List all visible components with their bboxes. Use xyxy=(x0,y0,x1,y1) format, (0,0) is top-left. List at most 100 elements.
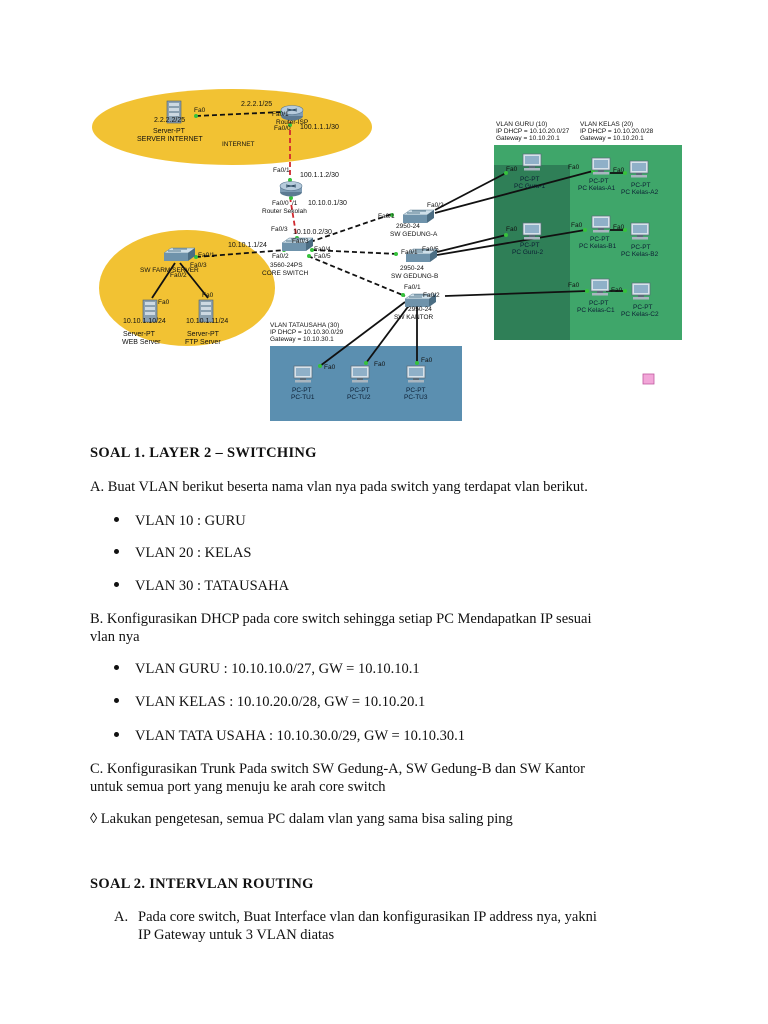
router-sekolah-ip-bottom: 10.10.0.1/30 xyxy=(308,200,347,207)
vlan-tu-dhcp: IP DHCP = 10.10.30.0/29 xyxy=(270,329,344,336)
pc-kelas-b1-port: Fa0 xyxy=(571,222,583,229)
kantor-port-2: Fa0/2 xyxy=(423,292,440,299)
link-farm-core xyxy=(195,249,286,258)
gedung-a-model: 2950-24 xyxy=(396,223,420,230)
pc-tu3-type: PC-PT xyxy=(406,387,426,394)
pc-kelas-b2-name: PC Kelas-B2 xyxy=(621,251,659,258)
pc-kelas-c2-port: Fa0 xyxy=(611,287,623,294)
soal-2-heading: SOAL 2. INTERVLAN ROUTING xyxy=(90,876,314,892)
pc-kelas-a2-type: PC-PT xyxy=(631,182,651,189)
internet-label: INTERNET xyxy=(222,141,255,148)
vlan-guru-gateway: Gateway = 10.10.20.1 xyxy=(496,135,560,142)
farm-port-2: Fa0/2 xyxy=(170,272,187,279)
soal-1-b-line-2: vlan nya xyxy=(90,629,140,645)
gedung-b-port-5: Fa0/5 xyxy=(422,246,439,253)
pc-guru-2-type: PC-PT xyxy=(520,242,540,249)
pc-kelas-a2-port: Fa0 xyxy=(613,167,625,174)
test-note: ◊ Lakukan pengetesan, semua PC dalam vla… xyxy=(90,811,513,827)
router-sekolah-ip-top: 100.1.1.2/30 xyxy=(300,172,339,179)
pc-kelas-b1-icon xyxy=(591,215,611,233)
link-a-kelas-a1 xyxy=(434,170,594,214)
isp-ip-b: 100.1.1.1/30 xyxy=(300,124,339,131)
pc-kelas-c2-type: PC-PT xyxy=(633,304,653,311)
pc-tu3-name: PC-TU3 xyxy=(404,394,428,401)
vlan-kelas-title: VLAN KELAS (20) xyxy=(580,121,633,128)
web-type: Server-PT xyxy=(123,331,156,338)
soal-2-a-line-1: Pada core switch, Buat Interface vlan da… xyxy=(138,909,597,925)
pc-guru-1-port: Fa0 xyxy=(506,166,518,173)
link-b-guru2 xyxy=(436,234,507,253)
link-farm-web xyxy=(151,262,176,299)
core-port-5: Fa0/5 xyxy=(314,253,331,260)
bullet-icon xyxy=(114,549,119,555)
pc-tu2-type: PC-PT xyxy=(350,387,370,394)
link-farm-ftp xyxy=(179,262,209,299)
router-sekolah-name: Router Sekolah xyxy=(262,208,307,215)
kantor-name: SW KANTOR xyxy=(394,314,434,321)
pc-kelas-a1-icon xyxy=(591,157,611,175)
kantor-port-up: Fa0/1 xyxy=(404,284,421,291)
link-b-kelas-b1 xyxy=(436,229,586,256)
soal-1-a: A. Buat VLAN berikut beserta nama vlan n… xyxy=(90,479,588,495)
pc-guru-1-icon xyxy=(522,153,542,171)
pc-kelas-a1-type: PC-PT xyxy=(589,178,609,185)
pc-tu3-icon xyxy=(406,365,426,383)
core-port-up: Fa0/3 xyxy=(271,226,288,233)
link-core-gedung-a xyxy=(309,213,393,243)
pc-kelas-a1-name: PC Kelas-A1 xyxy=(578,185,616,192)
ftp-type: Server-PT xyxy=(187,331,220,338)
list-item-text: VLAN 10 : GURU xyxy=(135,513,246,529)
vlan-guru-title: VLAN GURU (10) xyxy=(496,121,547,128)
core-port-3: Fa0/3 xyxy=(292,238,309,245)
farm-port-3: Fa0/3 xyxy=(190,262,207,269)
core-ip-up: 10.10.0.2/30 xyxy=(293,229,332,236)
soal-1-b-line-1: B. Konfigurasikan DHCP pada core switch … xyxy=(90,611,592,627)
web-name: WEB Server xyxy=(122,339,161,346)
pc-kelas-a1-port: Fa0 xyxy=(568,164,580,171)
pink-marker xyxy=(642,373,655,385)
list-item: VLAN TATA USAHA : 10.10.30.0/29, GW = 10… xyxy=(114,727,465,745)
bullet-icon xyxy=(114,582,119,588)
vlan-tu-gateway: Gateway = 10.10.30.1 xyxy=(270,336,334,343)
core-model: 3560-24PS xyxy=(270,262,303,269)
core-port-4: Fa0/4 xyxy=(314,246,331,253)
pc-tu2-name: PC-TU2 xyxy=(347,394,371,401)
gedung-b-model: 2950-24 xyxy=(400,265,424,272)
list-item-text: VLAN 30 : TATAUSAHA xyxy=(135,578,290,594)
pc-kelas-c2-name: PC Kelas-C2 xyxy=(621,311,659,318)
list-item: VLAN 30 : TATAUSAHA xyxy=(114,577,289,595)
list-item-text: VLAN TATA USAHA : 10.10.30.0/29, GW = 10… xyxy=(135,728,465,744)
pc-tu3-port: Fa0 xyxy=(421,357,433,364)
isp-name: Router-ISP xyxy=(276,119,308,126)
server-internet-ip: 2.2.2.2/25 xyxy=(154,117,185,124)
pc-guru-1-type: PC-PT xyxy=(520,176,540,183)
pc-tu2-icon xyxy=(350,365,370,383)
pc-guru-2-name: PC Guru-2 xyxy=(512,249,543,256)
gedung-a-port-2: Fa0/2 xyxy=(427,202,444,209)
bullet-icon xyxy=(114,698,119,704)
pc-kelas-c1-icon xyxy=(590,278,610,296)
soal-2-a-marker: A. xyxy=(114,909,129,925)
list-item: VLAN 20 : KELAS xyxy=(114,544,251,562)
links xyxy=(151,111,625,367)
ftp-name: FTP Server xyxy=(185,339,221,346)
web-ip: 10.10.1.10/24 xyxy=(123,318,166,325)
list-item: VLAN KELAS : 10.10.20.0/28, GW = 10.10.2… xyxy=(114,693,425,711)
bullet-icon xyxy=(114,517,119,523)
pc-guru-1-name: PC Guru-1 xyxy=(514,183,545,190)
link-core-gedung-b xyxy=(311,249,399,255)
vlan-tu-title: VLAN TATAUSAHA (30) xyxy=(270,322,339,329)
kantor-model: 2950-24 xyxy=(408,306,432,313)
isp-port-a: Fa0/1 xyxy=(272,111,289,118)
gedung-a-port-up: Fa0/1 xyxy=(378,213,395,220)
pc-guru-2-port: Fa0 xyxy=(506,226,518,233)
soal-1-c-line-1: C. Konfigurasikan Trunk Pada switch SW G… xyxy=(90,761,585,777)
pc-kelas-b1-name: PC Kelas-B1 xyxy=(579,243,617,250)
core-ip-left: 10.10.1.1/24 xyxy=(228,242,267,249)
core-port-left: Fa0/2 xyxy=(272,253,289,260)
vlan-tu-zone xyxy=(270,346,462,421)
list-item-text: VLAN KELAS : 10.10.20.0/28, GW = 10.10.2… xyxy=(135,694,426,710)
link-core-kantor xyxy=(307,255,406,297)
sw-gedung-a-icon xyxy=(402,209,435,224)
list-item: VLAN 10 : GURU xyxy=(114,512,246,530)
